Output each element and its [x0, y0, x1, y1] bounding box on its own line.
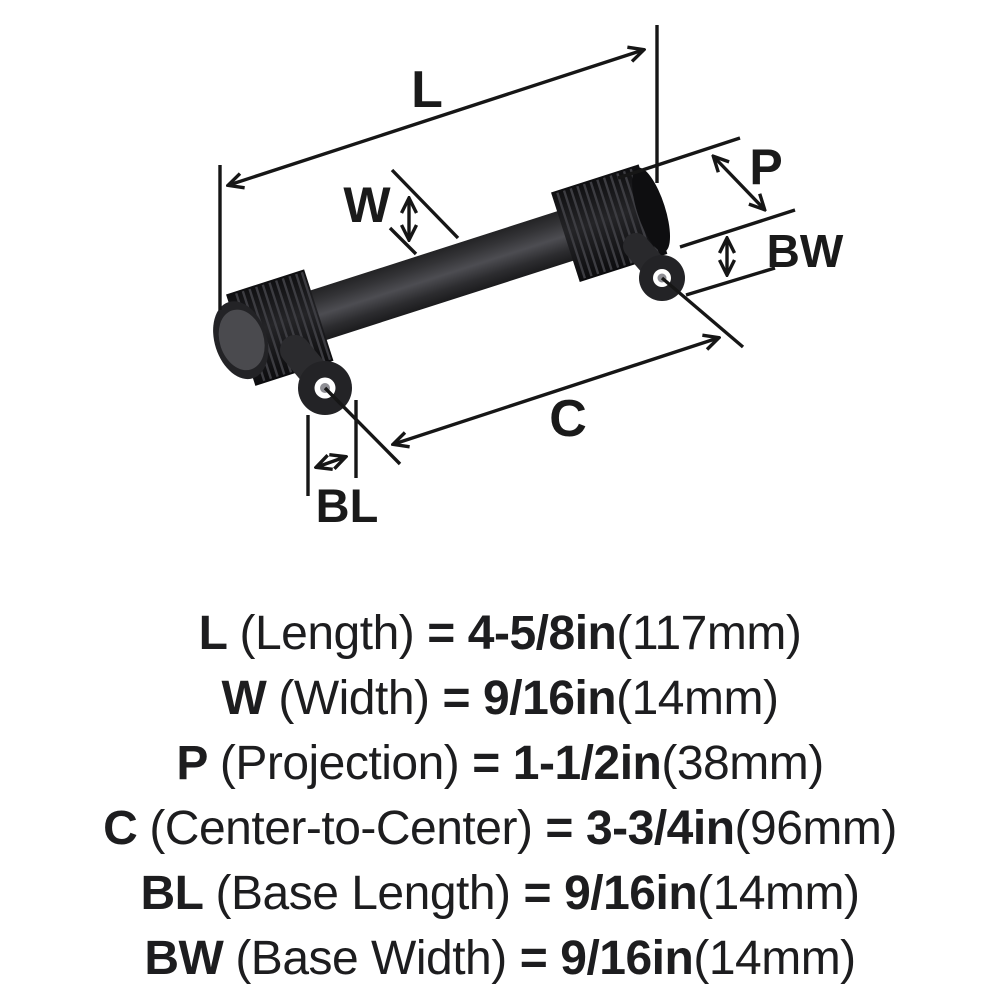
label-BL: BL [316, 479, 379, 532]
spec-code: BW [144, 932, 224, 985]
left-cap-face [218, 309, 265, 371]
spec-row-width: W (Width) = 9/16in (14mm) [0, 666, 1000, 731]
equals-sign: = [427, 607, 455, 660]
equals-sign: = [442, 672, 471, 725]
equals-sign: = [545, 802, 573, 855]
spec-value: 9/16in [560, 932, 694, 985]
spec-value: 3-3/4in [585, 802, 735, 855]
spec-metric: (14mm) [697, 867, 860, 920]
equals-sign: = [472, 737, 500, 790]
width-tick-lower [388, 226, 418, 256]
spec-name: (Center-to-Center) [149, 802, 533, 855]
spec-name: (Width) [278, 672, 430, 725]
projection-extension-line-bottom [679, 208, 796, 249]
label-W: W [343, 177, 391, 233]
projection-extension-line-top [617, 136, 741, 180]
base-length-dimension-arrow [317, 457, 345, 467]
center-extension-line-left [323, 386, 402, 466]
spec-code: L [198, 607, 228, 660]
spec-value: 1-1/2in [512, 737, 662, 790]
label-L: L [411, 61, 443, 119]
center-extension-line-right [660, 276, 745, 349]
base-width-extension-line [685, 266, 776, 297]
spec-metric: (14mm) [616, 672, 779, 725]
spec-name: (Projection) [219, 737, 460, 790]
spec-value: 4-5/8in [467, 607, 617, 660]
handle-dimension-diagram: L W P BW C BL [213, 25, 844, 532]
spec-row-center-to-center: C (Center-to-Center) = 3-3/4in (96mm) [0, 796, 1000, 861]
spec-value: 9/16in [483, 672, 617, 725]
spec-name: (Base Width) [235, 932, 507, 985]
dimension-legend: L (Length) = 4-5/8in (117mm) W (Width) =… [0, 601, 1000, 991]
label-C: C [549, 390, 587, 448]
spec-metric: (14mm) [693, 932, 856, 985]
spec-code: P [176, 737, 208, 790]
spec-name: (Length) [239, 607, 415, 660]
label-BW: BW [767, 225, 844, 277]
label-P: P [749, 139, 782, 195]
spec-row-base-width: BW (Base Width) = 9/16in (14mm) [0, 926, 1000, 991]
equals-sign: = [523, 867, 552, 920]
length-dimension-arrow [229, 50, 643, 185]
dimension-lines [218, 25, 796, 496]
handle-bar-body [279, 190, 639, 350]
spec-row-length: L (Length) = 4-5/8in (117mm) [0, 601, 1000, 666]
spec-row-base-length: BL (Base Length) = 9/16in (14mm) [0, 861, 1000, 926]
spec-code: BL [140, 867, 204, 920]
cabinet-pull-handle [213, 164, 685, 415]
handle-bar [279, 190, 639, 350]
width-tick-upper [390, 168, 460, 240]
center-dimension-arrow [394, 338, 718, 444]
spec-metric: (96mm) [734, 802, 898, 855]
spec-code: W [221, 672, 267, 725]
spec-row-projection: P (Projection) = 1-1/2in (38mm) [0, 731, 1000, 796]
spec-metric: (38mm) [661, 737, 824, 790]
equals-sign: = [519, 932, 548, 985]
spec-metric: (117mm) [616, 607, 802, 660]
projection-dimension-arrow [714, 157, 764, 209]
spec-name: (Base Length) [215, 867, 512, 920]
spec-code: C [103, 802, 138, 855]
spec-value: 9/16in [564, 867, 698, 920]
